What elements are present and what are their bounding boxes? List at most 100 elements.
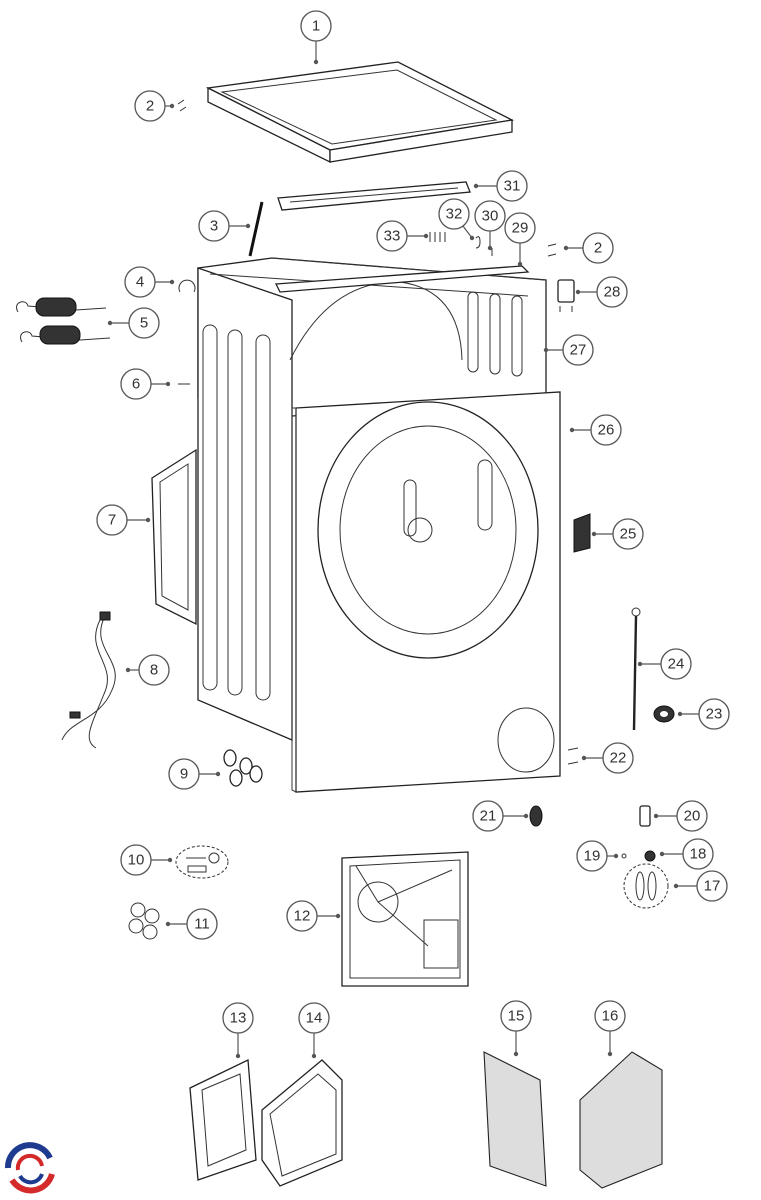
part-caps[interactable]	[128, 902, 160, 940]
part-switch[interactable]	[557, 279, 575, 312]
callout-label-25: 25	[620, 526, 637, 543]
part-washer-nut[interactable]	[644, 850, 656, 862]
part-rail[interactable]	[274, 265, 530, 293]
part-screws-right[interactable]	[547, 243, 557, 257]
part-washer-small[interactable]	[621, 853, 627, 859]
callout-29[interactable]: 29	[504, 212, 536, 244]
part-wire-harness[interactable]	[61, 611, 116, 749]
callout-2a[interactable]: 2	[134, 90, 166, 122]
callout-31[interactable]: 31	[496, 170, 528, 202]
part-control-board-13[interactable]	[189, 1059, 257, 1181]
callout-circle-23	[698, 698, 730, 730]
callout-circle-33	[376, 220, 408, 252]
part-screw-set[interactable]	[429, 232, 446, 242]
part-feet[interactable]	[223, 749, 263, 787]
callout-7[interactable]: 7	[96, 504, 128, 536]
callout-25[interactable]: 25	[612, 518, 644, 550]
callout-9[interactable]: 9	[168, 758, 200, 790]
part-pcb-15[interactable]	[483, 1051, 547, 1187]
callout-label-31: 31	[504, 178, 521, 195]
leader-dot-21	[523, 813, 529, 819]
part-springs[interactable]	[16, 297, 111, 345]
callout-17[interactable]: 17	[696, 870, 728, 902]
part-nut[interactable]	[653, 705, 675, 723]
callout-18[interactable]: 18	[682, 838, 714, 870]
callout-13[interactable]: 13	[222, 1002, 254, 1034]
part-cabinet[interactable]	[197, 257, 547, 741]
callout-4[interactable]: 4	[124, 266, 156, 298]
callout-circle-27	[562, 334, 594, 366]
callout-label-30: 30	[482, 208, 499, 225]
callout-6[interactable]: 6	[120, 368, 152, 400]
callout-23[interactable]: 23	[698, 698, 730, 730]
part-door-lock[interactable]	[573, 513, 591, 553]
part-clip[interactable]	[178, 279, 196, 293]
leader-dot-27	[543, 347, 549, 353]
part-base-frame[interactable]	[341, 851, 469, 987]
callout-21[interactable]: 21	[472, 800, 504, 832]
part-rod[interactable]	[248, 201, 264, 257]
callout-16[interactable]: 16	[594, 1000, 626, 1032]
callout-circle-15	[500, 1000, 532, 1032]
callout-27[interactable]: 27	[562, 334, 594, 366]
part-bushing[interactable]	[529, 805, 543, 827]
callout-11[interactable]: 11	[186, 908, 218, 940]
callout-circle-14	[298, 1002, 330, 1034]
part-glass-pair[interactable]	[623, 863, 669, 909]
callout-12[interactable]: 12	[286, 900, 318, 932]
callout-label-26: 26	[598, 422, 615, 439]
leader-dot-17	[673, 883, 679, 889]
callout-22[interactable]: 22	[602, 742, 634, 774]
callout-3[interactable]: 3	[198, 210, 230, 242]
callout-circle-8	[138, 654, 170, 686]
leader-dot-7	[145, 517, 151, 523]
callout-label-2a: 2	[146, 98, 154, 115]
part-screws-top[interactable]	[177, 99, 187, 112]
callout-33[interactable]: 33	[376, 220, 408, 252]
callout-2b[interactable]: 2	[582, 232, 614, 264]
callout-10[interactable]: 10	[120, 844, 152, 876]
leader-dot-2b	[563, 245, 569, 251]
callout-label-1: 1	[312, 18, 320, 35]
leader-dot-9	[215, 771, 221, 777]
part-screws-front[interactable]	[567, 747, 579, 765]
leader-dot-10	[167, 857, 173, 863]
callout-20[interactable]: 20	[676, 800, 708, 832]
leader-dot-5	[107, 320, 113, 326]
part-side-frame[interactable]	[151, 448, 197, 626]
leader-lines	[107, 41, 699, 1059]
callout-circle-5	[128, 307, 160, 339]
part-control-box-14[interactable]	[261, 1059, 343, 1187]
callout-circle-9	[168, 758, 200, 790]
callout-circle-3	[198, 210, 230, 242]
callout-circle-17	[696, 870, 728, 902]
callout-32[interactable]: 32	[438, 198, 470, 230]
callout-1[interactable]: 1	[300, 10, 332, 42]
leader-dot-31	[473, 183, 479, 189]
part-pcb-16[interactable]	[579, 1051, 663, 1189]
part-top-panel[interactable]	[205, 61, 515, 164]
leader-dot-20	[653, 813, 659, 819]
callout-circle-19	[576, 840, 608, 872]
callout-label-22: 22	[610, 750, 627, 767]
callout-14[interactable]: 14	[298, 1002, 330, 1034]
part-front-panel[interactable]	[291, 391, 561, 793]
callout-circle-22	[602, 742, 634, 774]
part-bolt-set[interactable]	[175, 845, 229, 879]
callout-label-23: 23	[706, 706, 723, 723]
callout-30[interactable]: 30	[474, 200, 506, 232]
callout-19[interactable]: 19	[576, 840, 608, 872]
part-hook[interactable]	[475, 236, 481, 249]
callout-28[interactable]: 28	[596, 276, 628, 308]
leader-dot-22	[581, 755, 587, 761]
callout-8[interactable]: 8	[138, 654, 170, 686]
callout-15[interactable]: 15	[500, 1000, 532, 1032]
callout-26[interactable]: 26	[590, 414, 622, 446]
callout-24[interactable]: 24	[660, 648, 692, 680]
part-damper-rod[interactable]	[631, 607, 641, 731]
callout-circle-16	[594, 1000, 626, 1032]
callout-5[interactable]: 5	[128, 307, 160, 339]
part-valve[interactable]	[639, 805, 651, 827]
part-top-strip[interactable]	[277, 181, 471, 211]
